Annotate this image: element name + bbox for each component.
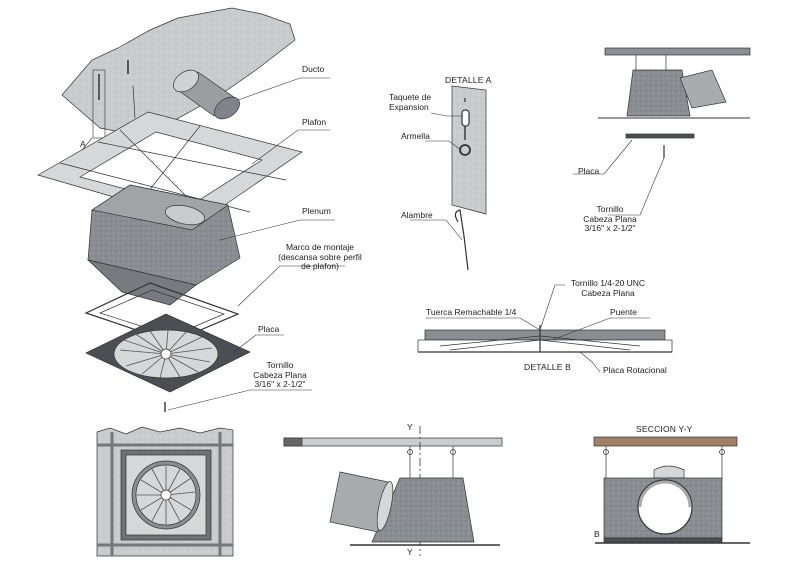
label-taquete-line-1: Taquete de <box>389 92 432 102</box>
plan-view <box>96 426 234 557</box>
leader-lines-a <box>410 112 463 241</box>
label-y-bottom: Y <box>407 547 413 557</box>
label-tornillo-b-line-2: Cabeza Plana <box>581 287 635 298</box>
leader-lines-main <box>81 77 345 411</box>
exploded-view <box>37 7 345 412</box>
label-tornillo-right-line-2: Cabeza Plana <box>583 213 637 224</box>
label-puente: Puente <box>610 307 637 317</box>
label-placa-right: Placa <box>578 166 600 176</box>
label-tornillo-main-line-3: 3/16" x 2-1/2" <box>254 379 306 389</box>
label-plenum: Plenum <box>302 206 331 216</box>
detail-b <box>417 284 673 373</box>
diffuser-plate <box>85 313 251 393</box>
label-tornillo-main-line-2: Cabeza Plana <box>253 369 307 380</box>
label-b-marker: B <box>594 529 600 539</box>
label-marco-montaje: Marco de montaje (descansa sobre perfil … <box>270 242 370 272</box>
label-taquete: Taquete de Expansion <box>389 92 432 112</box>
label-tornillo-right: Tornillo Cabeza Plana 3/16" x 2-1/2" <box>570 204 650 234</box>
leader-lines-right <box>573 139 665 216</box>
title-detalle-b: DETALLE B <box>524 362 571 372</box>
detail-a <box>410 85 487 271</box>
label-marco-line-3: de plafon) <box>301 261 339 271</box>
title-detalle-a: DETALLE A <box>445 75 492 85</box>
label-tornillo-main: Tornillo Cabeza Plana 3/16" x 2-1/2" <box>245 360 315 390</box>
label-ducto: Ducto <box>302 64 325 74</box>
label-taquete-line-2: Expansion <box>389 101 429 112</box>
label-y-top: Y <box>407 422 413 432</box>
label-placa-rotacional: Placa Rotacional <box>603 365 667 375</box>
label-tornillo-b: Tornillo 1/4-20 UNC Cabeza Plana <box>560 278 656 298</box>
label-alambre: Alambre <box>401 210 433 220</box>
label-tornillo-right-line-3: 3/16" x 2-1/2" <box>584 223 636 233</box>
section-y-y <box>593 436 750 544</box>
center-elevation <box>283 426 503 556</box>
label-tornillo-b-line-1: Tornillo 1/4-20 UNC <box>570 278 646 288</box>
leader-lines-b <box>426 284 650 373</box>
right-elevation <box>573 47 751 216</box>
ceiling-grid <box>37 111 303 223</box>
title-seccion-y-y: SECCION Y-Y <box>636 424 693 434</box>
label-tuerca: Tuerca Remachable 1/4 <box>426 307 517 317</box>
label-platon: Plafon <box>302 117 327 127</box>
label-tornillo-main-line-1: Tornillo <box>266 360 294 370</box>
ceiling-slab <box>61 7 296 136</box>
label-marco-line-2: (descansa sobre perfil <box>278 251 362 262</box>
label-armella: Armella <box>401 131 430 141</box>
label-a-marker: A <box>80 139 86 149</box>
label-tornillo-right-line-1: Tornillo <box>596 204 624 214</box>
plenum-box <box>86 184 241 306</box>
label-placa-main: Placa <box>258 324 280 334</box>
duct <box>173 69 240 120</box>
label-marco-line-1: Marco de montaje <box>285 242 355 252</box>
